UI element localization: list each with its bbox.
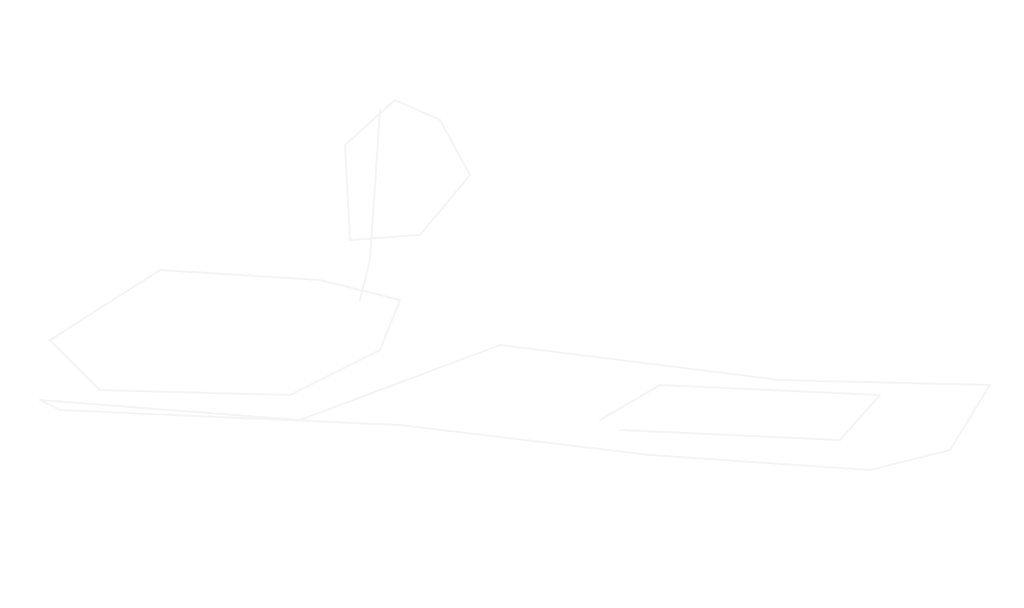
wave-scribble [599, 384, 881, 441]
hull-lower-outline [39, 344, 991, 471]
mast-line [359, 109, 381, 301]
hull-upper-outline [49, 269, 401, 396]
sail-outline [344, 99, 471, 241]
